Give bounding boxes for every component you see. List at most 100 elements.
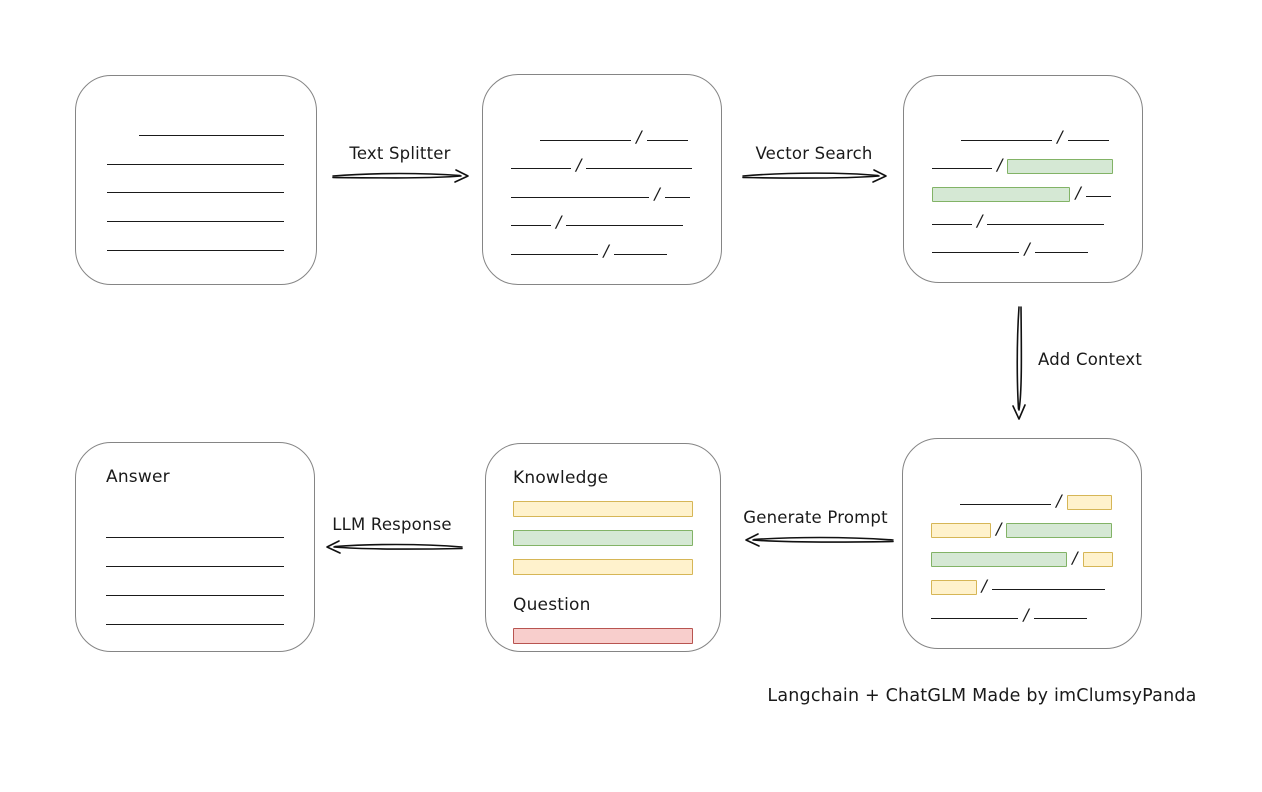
slash-separator: / — [981, 576, 987, 596]
chunk-row — [107, 168, 284, 197]
chunk-row — [107, 110, 284, 139]
answer-line — [106, 509, 284, 538]
generate-prompt-label: Generate Prompt — [743, 508, 888, 527]
text-line — [932, 168, 993, 169]
yellow-chunk-chip — [1066, 494, 1112, 510]
slash-separator: / — [1056, 490, 1062, 510]
chunk-row: / — [931, 536, 1113, 567]
slash-separator: / — [654, 183, 660, 203]
vector-search-arrow: Vector Search — [740, 144, 888, 185]
text-line — [511, 253, 599, 255]
yellow-chunk-chip — [931, 523, 992, 539]
matched-chunk-lines: ///// — [932, 116, 1114, 258]
green-chunk-chip — [1007, 159, 1113, 174]
text-line — [987, 224, 1104, 225]
chunk-row: / — [511, 115, 693, 144]
llm-response-arrow: LLM Response — [318, 515, 466, 556]
text-line — [932, 252, 1020, 253]
prompt-box-content: Knowledge Question — [513, 468, 693, 644]
chunk-row: / — [931, 508, 1113, 539]
question-label: Question — [513, 595, 591, 615]
text-line — [991, 589, 1105, 591]
slash-separator: / — [997, 155, 1003, 174]
green-chunk-chip — [931, 551, 1068, 567]
text-line — [511, 225, 552, 227]
chunk-row — [107, 139, 284, 168]
knowledge-bar-green — [513, 530, 693, 546]
vector-matched-box: ///// — [903, 75, 1143, 283]
left-arrow-icon — [744, 533, 894, 547]
text-line — [107, 249, 284, 251]
text-line — [1034, 252, 1088, 253]
document-lines — [107, 110, 284, 254]
text-line — [107, 192, 284, 194]
context-chunks-box: / / / / / — [902, 438, 1142, 649]
text-line — [931, 617, 1019, 619]
down-arrow-icon — [1012, 306, 1026, 420]
chunk-row: / — [511, 201, 693, 230]
slash-separator: / — [1023, 604, 1029, 624]
chunk-row: / — [932, 172, 1114, 202]
question-bars — [513, 628, 693, 644]
answer-line — [106, 596, 284, 625]
left-arrow-icon — [325, 540, 463, 554]
vector-search-label: Vector Search — [755, 144, 873, 163]
chunk-row: / — [511, 144, 693, 173]
chunk-row: / — [931, 593, 1113, 622]
text-line — [613, 253, 667, 255]
text-line — [511, 168, 572, 170]
slash-separator: / — [603, 240, 609, 260]
text-splitter-label: Text Splitter — [349, 144, 451, 163]
text-line — [1033, 617, 1087, 619]
chunk-row: / — [932, 200, 1114, 230]
text-line — [646, 139, 689, 141]
chunk-row: / — [932, 228, 1114, 258]
text-line — [1067, 140, 1110, 141]
text-line — [586, 168, 692, 170]
text-line — [540, 139, 632, 141]
slash-separator: / — [1072, 547, 1078, 567]
text-line — [1085, 196, 1112, 197]
knowledge-label: Knowledge — [513, 468, 609, 488]
answer-line — [106, 538, 284, 567]
add-context-label: Add Context — [1038, 350, 1143, 369]
chunk-row — [107, 196, 284, 225]
knowledge-bar-yellow-2 — [513, 559, 693, 575]
slash-separator: / — [996, 519, 1002, 539]
right-arrow-icon — [742, 169, 887, 183]
text-line — [961, 140, 1053, 141]
slash-separator: / — [576, 155, 582, 175]
answer-box: Answer — [75, 442, 315, 652]
diagram-caption: Langchain + ChatGLM Made by imClumsyPand… — [767, 686, 1197, 706]
yellow-chunk-chip — [931, 580, 977, 596]
question-bar-red — [513, 628, 693, 644]
document-box — [75, 75, 317, 285]
chunk-row: / — [931, 565, 1113, 596]
chunk-row: / — [931, 479, 1113, 510]
llm-response-label: LLM Response — [332, 515, 452, 534]
answer-lines — [106, 509, 284, 625]
slash-separator: / — [1057, 127, 1063, 146]
slash-separator: / — [977, 211, 983, 230]
knowledge-bar-yellow-1 — [513, 501, 693, 517]
slash-separator: / — [1024, 239, 1030, 258]
slash-separator: / — [556, 212, 562, 232]
chunk-row: / — [932, 144, 1114, 174]
text-line — [107, 163, 284, 165]
text-line — [138, 134, 284, 136]
text-splitter-arrow: Text Splitter — [330, 144, 470, 185]
chunk-row: / — [511, 229, 693, 258]
text-line — [932, 224, 973, 225]
text-line — [511, 196, 650, 198]
right-arrow-icon — [332, 169, 469, 183]
answer-line — [106, 567, 284, 596]
green-chunk-chip — [1006, 523, 1112, 539]
answer-box-content: Answer — [106, 467, 284, 625]
context-chunk-lines: / / / / / — [931, 479, 1113, 622]
chunk-lines: / / / / / — [511, 115, 693, 258]
text-line — [960, 503, 1052, 505]
chunk-row: / — [932, 116, 1114, 146]
generate-prompt-arrow: Generate Prompt — [733, 508, 898, 549]
prompt-box: Knowledge Question — [485, 443, 721, 652]
